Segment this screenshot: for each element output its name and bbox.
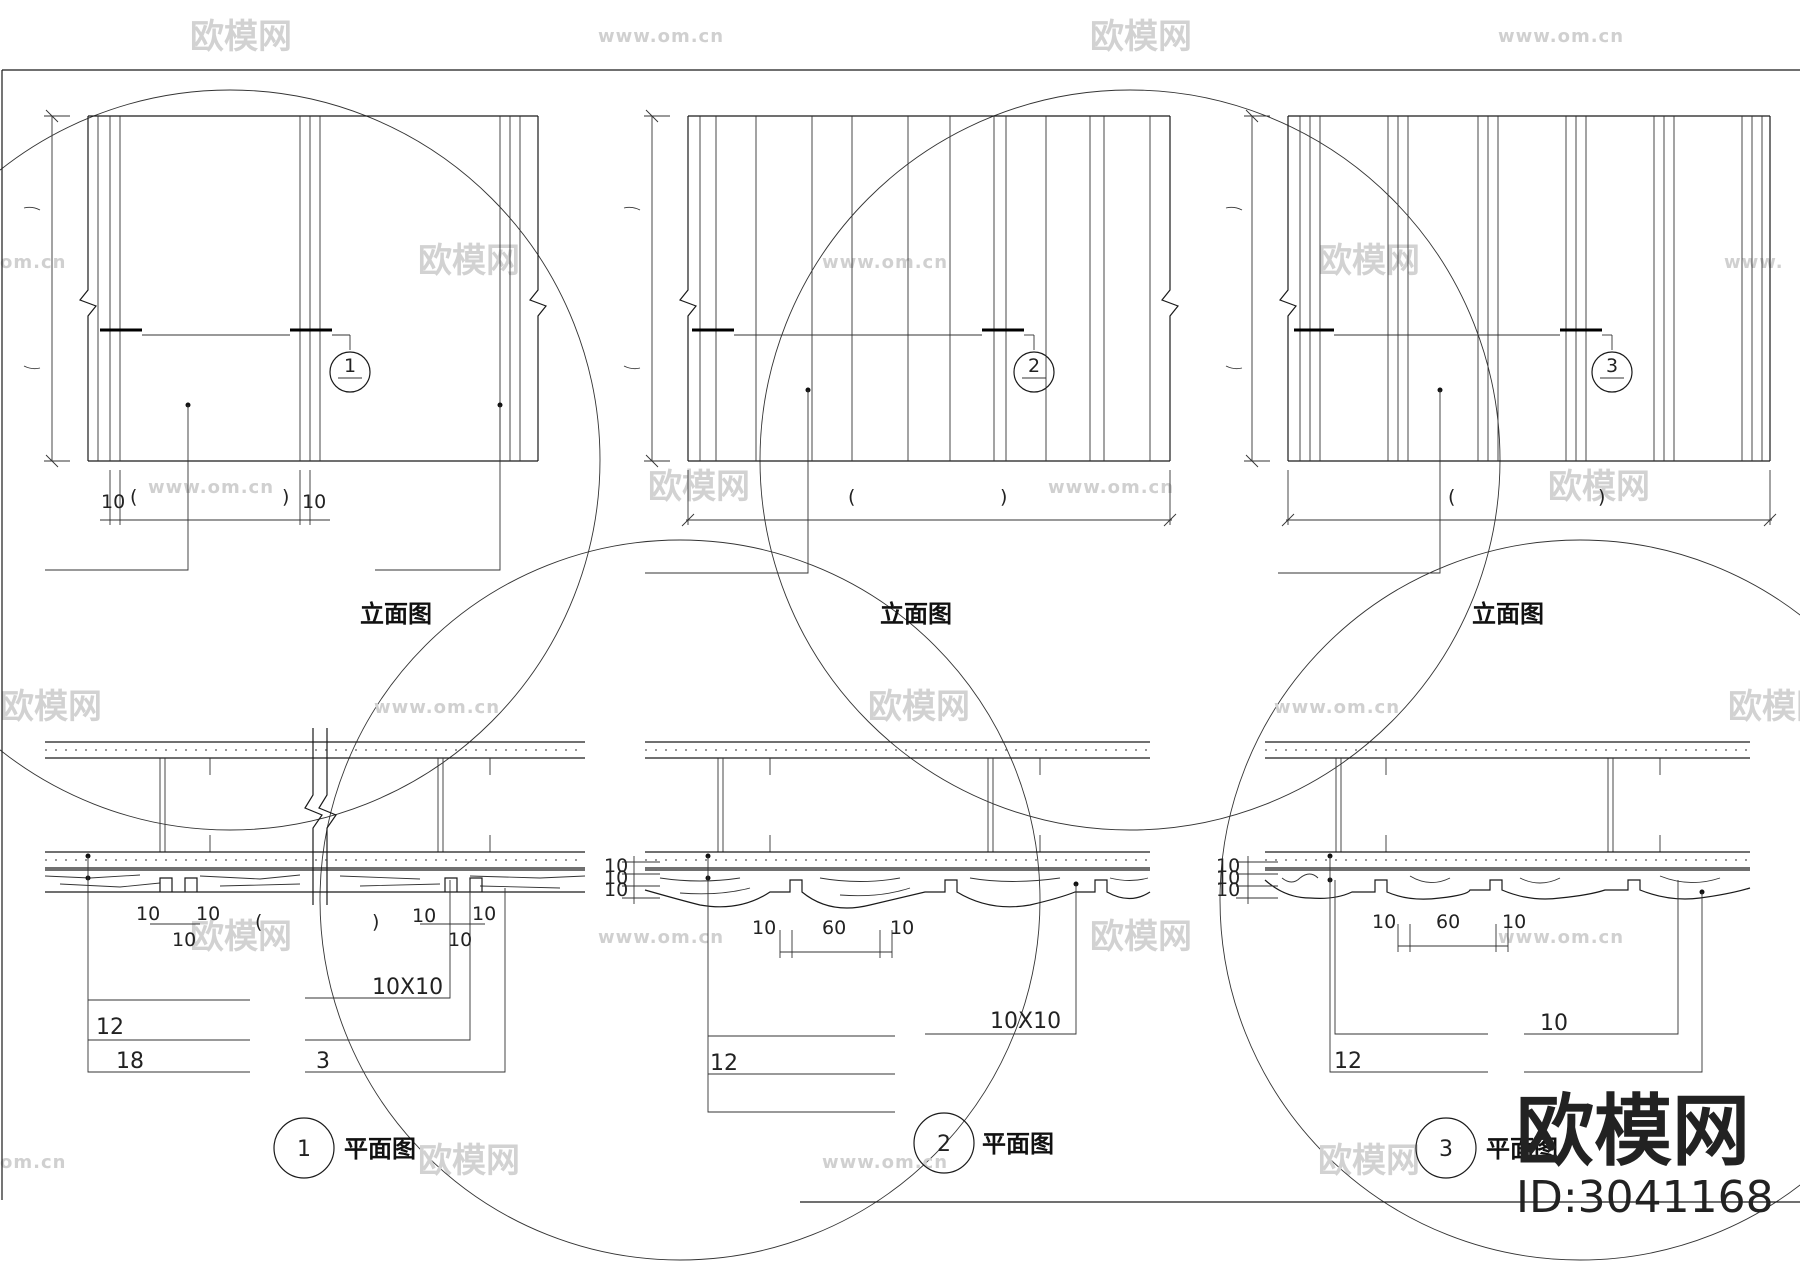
watermark-url-short: om.cn: [0, 1152, 66, 1173]
plan-3-dim: 10: [1502, 911, 1526, 933]
elevation-2-paren-open: (: [848, 486, 855, 508]
watermark-logo: 欧模网: [1090, 17, 1192, 57]
plan-2: 10 60 10 12 10X10 2 平面图: [644, 741, 1151, 1174]
plan-2-callout: 10X10: [990, 1009, 1061, 1034]
watermark-url: www.om.cn: [822, 252, 948, 273]
brand-name: 欧模网: [1516, 1087, 1750, 1177]
watermark-logo: 欧模网: [190, 917, 292, 957]
watermark-url: www.om.cn: [1274, 697, 1400, 718]
stacked-dim: 10: [604, 855, 628, 877]
watermark-logo: 欧模网: [1728, 687, 1800, 727]
elevation-1-dim-right: 10: [302, 491, 326, 513]
plan-1: 10 10 10 10 10 10 ( ) 12 18 10X10 3 1 平面…: [44, 728, 586, 1179]
elevation-1-dim-left: 10: [101, 491, 125, 513]
brand-id: ID:3041168: [1516, 1172, 1774, 1223]
plan-3-callout: 12: [1334, 1049, 1362, 1074]
watermark-url: www.om.cn: [1498, 26, 1624, 47]
elevation-3-paren-open: (: [1448, 486, 1455, 508]
plan-2-dim: 60: [822, 917, 846, 939]
watermark-logo: 欧模网: [1318, 1141, 1420, 1181]
section-3-number: 3: [1606, 355, 1618, 377]
watermark-url-short: om.cn: [0, 252, 66, 273]
stacked-dim: 10: [604, 879, 628, 901]
plan-3-callout: 10: [1540, 1011, 1568, 1036]
watermark-logo: 欧模网: [0, 687, 102, 727]
watermark-url: www.om.cn: [1048, 477, 1174, 498]
plan-3-caption: 平面图: [1486, 1135, 1558, 1163]
plan-3-dim: 10: [1372, 911, 1396, 933]
watermark-logo: 欧模网: [1548, 467, 1650, 507]
watermark-url: www.om.cn: [148, 477, 274, 498]
watermark-logo: 欧模网: [190, 17, 292, 57]
elevation-2-paren-close: ): [1000, 486, 1007, 508]
elevation-1: 1 10 ( ) 10 立面图: [23, 109, 547, 628]
watermark-url: www.om.cn: [598, 927, 724, 948]
plan-2-number: 2: [937, 1132, 951, 1157]
elevation-3: 3 ( ) 立面图: [1225, 109, 1777, 628]
plan-2-dim: 10: [890, 917, 914, 939]
plan-1-callout: 18: [116, 1049, 144, 1074]
plan-2-dim: 10: [752, 917, 776, 939]
stacked-dim: 10: [604, 867, 628, 889]
stacked-dim: 10: [1216, 879, 1240, 901]
elevation-1-paren-open: (: [130, 486, 137, 508]
watermark-url: www.om.cn: [598, 26, 724, 47]
elevation-1-paren-close: ): [282, 486, 289, 508]
stacked-dim: 10: [1216, 855, 1240, 877]
watermark-url-partial: www.: [1724, 252, 1784, 273]
stacked-dim: 10: [1216, 867, 1240, 889]
brand-block: 欧模网 ID:3041168: [1516, 1087, 1774, 1223]
watermark-url: www.om.cn: [822, 1152, 948, 1173]
plan-2-callout: 12: [710, 1051, 738, 1076]
watermark-url: www.om.cn: [1498, 927, 1624, 948]
plan-1-callout: 12: [96, 1015, 124, 1040]
watermark-logo: 欧模网: [648, 467, 750, 507]
plan-1-callout: 3: [316, 1049, 330, 1074]
watermark-logo: 欧模网: [1318, 241, 1420, 281]
elevation-1-caption: 立面图: [360, 600, 432, 628]
plan-1-dim: 10: [412, 905, 436, 927]
watermark-logo: 欧模网: [418, 241, 520, 281]
plan-1-paren-open: (: [255, 911, 262, 933]
watermark-logo: 欧模网: [868, 687, 970, 727]
plan-3-dim: 60: [1436, 911, 1460, 933]
plan-1-caption: 平面图: [344, 1135, 416, 1163]
watermark-logo: 欧模网: [418, 1141, 520, 1181]
section-2-number: 2: [1028, 355, 1040, 377]
plan-2-caption: 平面图: [982, 1130, 1054, 1158]
plan-1-dim: 10: [196, 903, 220, 925]
elevation-2-caption: 立面图: [880, 600, 952, 628]
plan-1-dim: 10: [136, 903, 160, 925]
plan-1-number: 1: [297, 1137, 311, 1162]
section-1-number: 1: [344, 355, 356, 377]
watermark-logo: 欧模网: [1090, 917, 1192, 957]
plan-1-dim: 10: [472, 903, 496, 925]
drawing-frame: [1, 69, 1800, 1203]
plan-1-dim: 10: [448, 929, 472, 951]
plan-3: 10 60 10 12 10 3 平面图: [1264, 741, 1751, 1179]
elevation-3-paren-close: ): [1598, 486, 1605, 508]
plan-1-dim: 10: [172, 929, 196, 951]
plan-1-callout: 10X10: [372, 975, 443, 1000]
plan-1-paren-close: ): [372, 911, 379, 933]
stacked-dimensions: 10 10 10 10 10 10: [604, 855, 1278, 904]
elevation-3-caption: 立面图: [1472, 600, 1544, 628]
elevation-2: 2 ( ) 立面图: [623, 109, 1179, 628]
plan-3-number: 3: [1439, 1137, 1453, 1162]
watermark-layer: 欧模网 www.om.cn 欧模网 www.om.cn om.cn 欧模网 ww…: [0, 17, 1800, 1261]
watermark-url: www.om.cn: [374, 697, 500, 718]
